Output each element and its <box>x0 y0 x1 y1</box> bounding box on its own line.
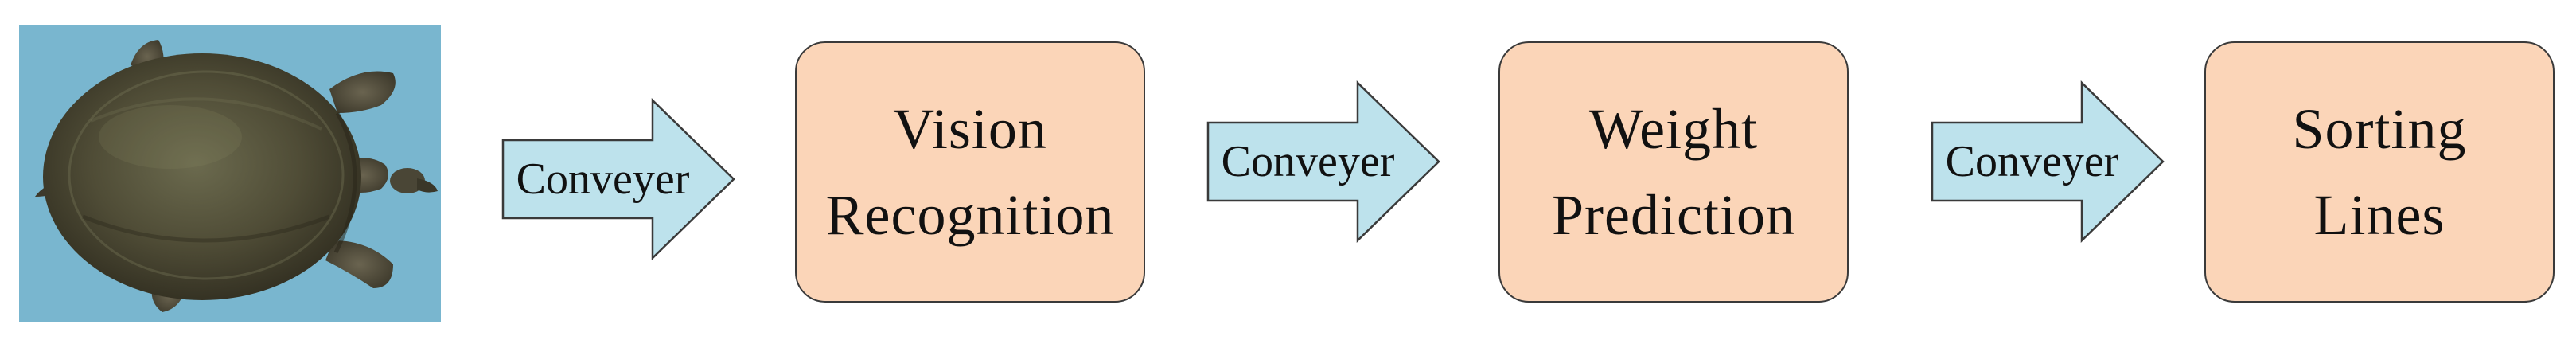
turtle-front-right-leg <box>329 71 396 113</box>
stage-label: Sorting Lines <box>2292 86 2466 258</box>
turtle-head <box>390 168 425 193</box>
conveyer-label: Conveyer <box>1221 137 1395 186</box>
stage-label-line-1: Vision <box>893 97 1047 161</box>
stage-label-line-1: Sorting <box>2292 97 2467 161</box>
stage-vision-recognition: Vision Recognition <box>795 41 1145 303</box>
stage-label-line-2: Recognition <box>825 183 1115 247</box>
stage-label-line-1: Weight <box>1588 97 1759 161</box>
stage-label-line-2: Lines <box>2313 183 2445 247</box>
block-arrow-right-icon <box>1206 80 1440 243</box>
conveyer-arrow-1: Conveyer <box>501 98 735 260</box>
stage-sorting-lines: Sorting Lines <box>2204 41 2555 303</box>
conveyer-label: Conveyer <box>1945 137 2119 186</box>
conveyer-arrow-3: Conveyer <box>1931 80 2165 243</box>
turtle-illustration <box>35 40 438 312</box>
turtle-back-right-leg <box>325 240 393 288</box>
block-arrow-right-icon <box>501 98 735 260</box>
block-arrow-right-icon <box>1931 80 2165 243</box>
turtle-photo <box>19 25 441 322</box>
stage-label: Weight Prediction <box>1552 86 1795 258</box>
stage-label-line-2: Prediction <box>1552 183 1795 247</box>
stage-label: Vision Recognition <box>826 86 1115 258</box>
conveyer-label: Conveyer <box>516 154 690 204</box>
stage-weight-prediction: Weight Prediction <box>1498 41 1849 303</box>
conveyer-arrow-2: Conveyer <box>1206 80 1440 243</box>
turtle-shell <box>43 53 361 300</box>
